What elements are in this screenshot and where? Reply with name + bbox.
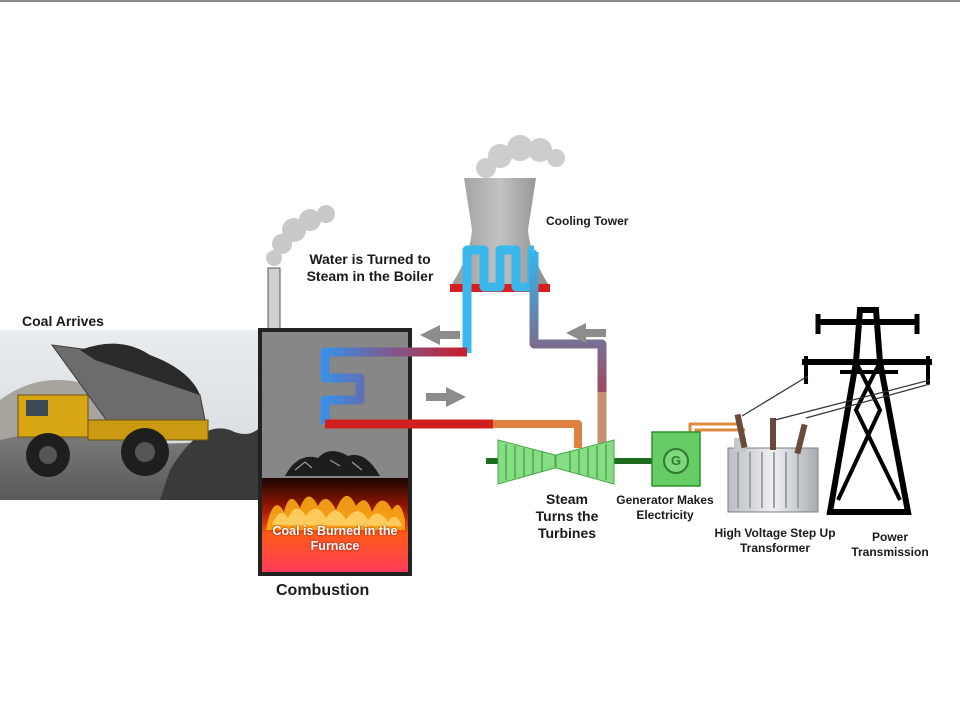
- generator-icon: [651, 431, 701, 487]
- smoke-plume-icon: [476, 135, 565, 178]
- turbines-label: Steam Turns the Turbines: [535, 491, 599, 542]
- transmission-tower-icon: [741, 307, 932, 515]
- furnace-label: Coal is Burned in the Furnace: [272, 524, 398, 554]
- fire-icon: [266, 495, 405, 530]
- turbine-icon: [497, 439, 615, 485]
- generator-label: Generator Makes Electricity: [616, 493, 714, 522]
- dump-truck-icon: [17, 343, 209, 477]
- generator-symbol: G: [670, 453, 682, 468]
- smoke-plume-icon: [266, 205, 335, 266]
- flow-arrows: [420, 323, 606, 407]
- arrow-left-icon: [566, 323, 606, 343]
- transformer-icon: [727, 413, 819, 513]
- coal-pile-icon: [285, 450, 380, 476]
- coal-arrives-label: Coal Arrives: [22, 313, 104, 329]
- arrow-right-icon: [426, 387, 466, 407]
- combustion-label: Combustion: [276, 582, 370, 599]
- boiler-label: Water is Turned to Steam in the Boiler: [306, 251, 434, 285]
- transformer-label: High Voltage Step Up Transformer: [714, 526, 836, 555]
- top-border: [0, 0, 960, 2]
- power-transmission-label: Power Transmission: [851, 530, 929, 559]
- arrow-left-icon: [420, 325, 460, 345]
- boiler-furnace: [258, 328, 412, 576]
- cooling-tower-label: Cooling Tower: [546, 214, 629, 228]
- coal-truck-scene: [0, 330, 262, 500]
- boiler-smokestack: [266, 205, 335, 331]
